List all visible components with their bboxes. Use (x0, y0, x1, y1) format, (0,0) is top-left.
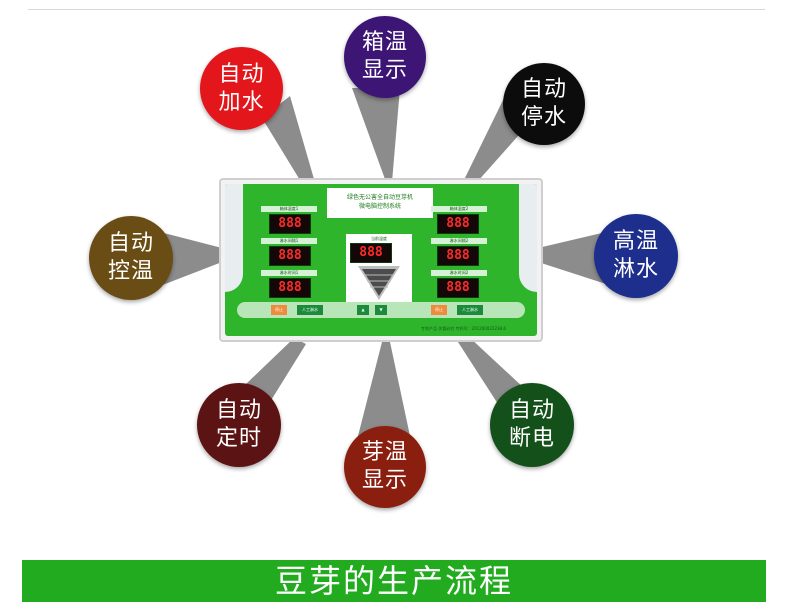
right-display-1: 888 (437, 214, 479, 234)
bubble-line2: 显示 (361, 468, 408, 493)
right-label-1: 箱体温度2 (431, 206, 487, 212)
bubble-high-temp-shower: 高温 淋水 (594, 214, 678, 298)
banner-title: 豆芽的生产流程 (22, 560, 766, 602)
center-display: 888 (350, 243, 392, 263)
bubble-sprout-temp-display: 芽温 显示 (344, 426, 426, 508)
bubble-auto-stop-water: 自动 停水 (503, 63, 585, 145)
beam-left (160, 232, 222, 286)
down-button[interactable]: ▼ (375, 305, 387, 315)
beam-bottom-left (246, 338, 306, 402)
right-label-2: 淋水间隔2 (431, 238, 487, 244)
bubble-line1: 自动 (107, 231, 154, 256)
bubble-line2: 显示 (361, 58, 408, 83)
bubble-line2: 停水 (520, 105, 567, 130)
bubble-line2: 控温 (107, 259, 154, 284)
bubble-line1: 箱温 (361, 30, 408, 55)
bubble-auto-timing: 自动 定时 (197, 383, 281, 467)
bubble-line1: 自动 (520, 77, 567, 102)
right-display-3: 888 (437, 278, 479, 298)
left-label-2: 淋水间隔1 (261, 238, 317, 244)
right-display-2: 888 (437, 246, 479, 266)
left-label-1: 箱体温度1 (261, 206, 317, 212)
controller-panel: 绿色无公害全自动豆芽机 微电脑控制系统 箱体温度1 888 淋水间隔1 888 … (219, 178, 543, 342)
bubble-auto-add-water: 自动 加水 (200, 47, 283, 130)
left-display-3: 888 (269, 278, 311, 298)
panel-wing-left (225, 184, 243, 292)
panel-footer: 专利产品 仿冒必究 专利号：201200022238.6 (421, 326, 506, 331)
left-display-2: 888 (269, 246, 311, 266)
bubble-line1: 自动 (218, 61, 265, 87)
beam-top (352, 88, 400, 182)
manual-shower-button-left[interactable]: 人工淋水 (297, 305, 323, 315)
panel-title-line2: 微电脑控制系统 (358, 203, 401, 210)
panel-title-box: 绿色无公害全自动豆芽机 微电脑控制系统 (327, 188, 433, 218)
panel-wing-right (519, 184, 537, 292)
bubble-line1: 芽温 (361, 440, 408, 465)
center-label: 当前温度 (371, 236, 387, 241)
bubble-line1: 自动 (215, 398, 262, 423)
bubble-auto-temp-control: 自动 控温 (89, 216, 173, 300)
beam-bottom (358, 342, 410, 436)
bubble-line1: 高温 (612, 229, 659, 254)
bubble-auto-power-off: 自动 断电 (490, 383, 574, 467)
center-display-box: 当前温度 888 (346, 234, 412, 308)
bubble-line2: 加水 (218, 89, 265, 115)
bubble-line2: 定时 (215, 426, 262, 451)
beam-bottom-right (458, 336, 524, 404)
bubble-line1: 自动 (508, 398, 555, 423)
top-divider (28, 9, 765, 10)
level-funnel-icon (358, 266, 400, 300)
panel-title-line1: 绿色无公害全自动豆芽机 (346, 194, 413, 201)
left-label-3: 淋水时间1 (261, 270, 317, 276)
right-label-3: 淋水时间2 (431, 270, 487, 276)
left-display-1: 888 (269, 214, 311, 234)
beam-top-left (262, 96, 316, 190)
bubble-line2: 淋水 (612, 257, 659, 282)
bubble-box-temp-display: 箱温 显示 (344, 16, 426, 98)
up-button[interactable]: ▲ (357, 305, 369, 315)
manual-shower-button-right[interactable]: 人工淋水 (457, 305, 483, 315)
stop-button-left[interactable]: 停止 (271, 305, 287, 315)
bubble-line2: 断电 (508, 426, 555, 451)
controller-face: 绿色无公害全自动豆芽机 微电脑控制系统 箱体温度1 888 淋水间隔1 888 … (225, 184, 537, 336)
beam-right (538, 232, 606, 284)
stop-button-right[interactable]: 停止 (431, 305, 447, 315)
